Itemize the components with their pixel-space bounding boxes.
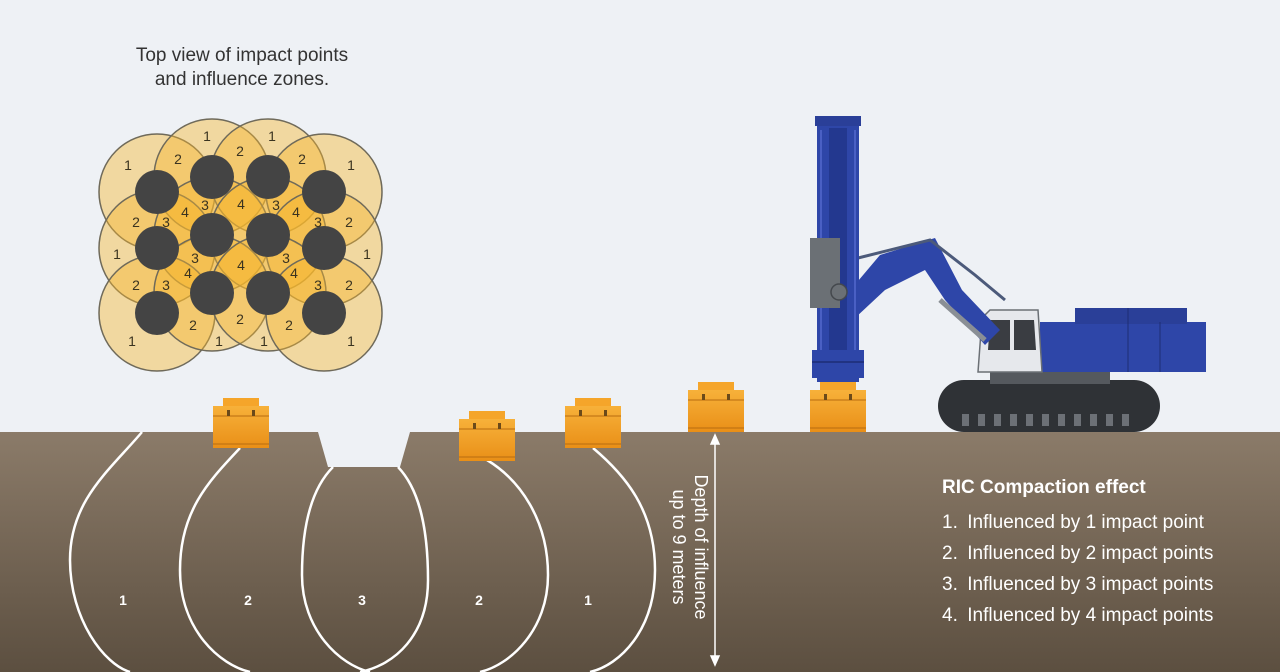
zone-number: 2	[236, 143, 244, 159]
zone-number: 2	[236, 311, 244, 327]
zone-number: 4	[237, 196, 245, 212]
bulb-1-right	[589, 447, 657, 672]
zone-number: 2	[189, 317, 197, 333]
compaction-foot	[565, 398, 621, 448]
rig-track	[938, 380, 1160, 432]
bulb-2-right	[479, 458, 550, 672]
zone-number: 2	[132, 214, 140, 230]
zone-number: 3	[314, 277, 322, 293]
legend-item: 4. Influenced by 4 impact points	[942, 600, 1213, 631]
zone-number: 4	[237, 257, 245, 273]
rig-boom	[842, 238, 1000, 345]
zone-number: 3	[162, 277, 170, 293]
bulb-3-center	[300, 466, 430, 672]
compaction-feet	[213, 382, 866, 461]
bulb-label: 1	[119, 592, 127, 608]
legend-item-number: 4.	[942, 605, 958, 626]
zone-number: 1	[128, 333, 136, 349]
zone-number: 2	[345, 214, 353, 230]
zone-number: 3	[191, 250, 199, 266]
zone-number: 1	[203, 128, 211, 144]
zone-number: 3	[162, 214, 170, 230]
bulb-label: 2	[244, 592, 252, 608]
zone-number: 1	[113, 246, 121, 262]
top-view-title-line2: and influence zones.	[154, 69, 330, 90]
depth-label: Depth of influence up to 9 meters	[668, 437, 712, 657]
zone-number: 1	[215, 333, 223, 349]
top-view-zones: 1 1 1 1 1 1 1 1 1 1 2 2 2 2 2 2 2 2 2 2 …	[98, 118, 383, 372]
legend-item-number: 1.	[942, 512, 958, 533]
legend-item-text: Influenced by 2 impact points	[967, 543, 1214, 564]
compaction-foot	[213, 398, 269, 448]
zone-number: 3	[314, 214, 322, 230]
zone-number: 3	[272, 197, 280, 213]
legend-item: 1. Influenced by 1 impact point	[942, 507, 1213, 538]
depth-label-line2: up to 9 meters	[669, 489, 689, 605]
legend-item-text: Influenced by 3 impact points	[967, 574, 1214, 595]
depth-arrow	[709, 433, 721, 667]
legend-item-number: 2.	[942, 543, 958, 564]
zone-number: 4	[290, 265, 298, 281]
bulb-1-left	[68, 431, 143, 672]
zone-number: 2	[345, 277, 353, 293]
legend-title: RIC Compaction effect	[942, 477, 1146, 498]
zone-number: 2	[285, 317, 293, 333]
top-view-title-line1: Top view of impact points	[135, 45, 349, 66]
zone-number: 3	[201, 197, 209, 213]
zone-number: 1	[260, 333, 268, 349]
compaction-foot	[688, 382, 744, 432]
bulb-label: 2	[475, 592, 483, 608]
bulb-2-left	[178, 447, 251, 672]
zone-number: 2	[298, 151, 306, 167]
zone-number: 1	[363, 246, 371, 262]
legend-item: 3. Influenced by 3 impact points	[942, 569, 1213, 600]
zone-number: 1	[268, 128, 276, 144]
compaction-foot	[459, 411, 515, 461]
zone-number: 1	[347, 333, 355, 349]
compaction-rig	[810, 116, 1206, 432]
bulb-label: 1	[584, 592, 592, 608]
legend-item-number: 3.	[942, 574, 958, 595]
zone-number: 2	[132, 277, 140, 293]
depth-label-line1: Depth of influence	[691, 474, 711, 620]
influence-bulbs	[68, 431, 657, 672]
zone-number: 4	[181, 204, 189, 220]
legend-item-text: Influenced by 1 impact point	[967, 512, 1204, 533]
legend-item: 2. Influenced by 2 impact points	[942, 538, 1213, 569]
zone-number: 4	[184, 265, 192, 281]
impact-points	[135, 155, 346, 335]
legend-item-text: Influenced by 4 impact points	[967, 605, 1214, 626]
zone-number: 3	[282, 250, 290, 266]
compaction-foot	[810, 382, 866, 432]
zone-number: 1	[124, 157, 132, 173]
legend: RIC Compaction effect 1. Influenced by 1…	[942, 477, 1213, 631]
rig-body	[1040, 322, 1206, 372]
zone-number: 2	[174, 151, 182, 167]
soil-ground	[0, 432, 1280, 672]
zone-number: 4	[292, 204, 300, 220]
zone-number: 1	[347, 157, 355, 173]
top-view-title: Top view of impact points and influence …	[92, 44, 392, 92]
bulb-label: 3	[358, 592, 366, 608]
